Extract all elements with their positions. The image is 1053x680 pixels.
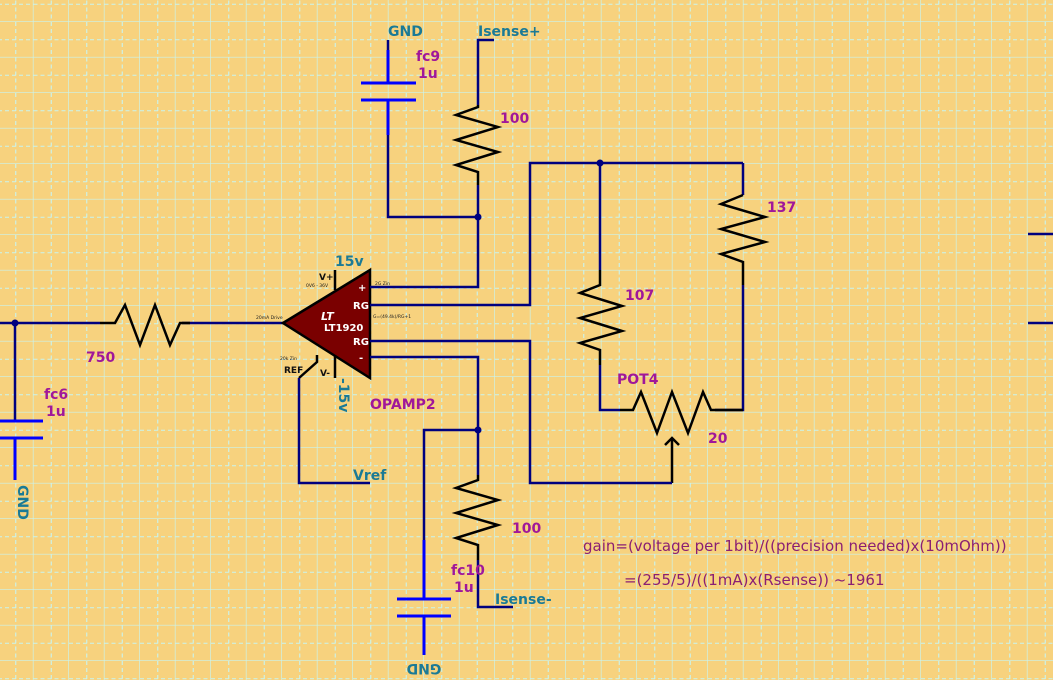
resistor-100-bottom[interactable]: [451, 475, 503, 560]
capacitor-fc9[interactable]: [361, 40, 478, 219]
net-label-gnd-left: GND: [14, 485, 30, 520]
net-label-gnd-bottom: GND: [407, 660, 442, 676]
resistor-100-top-value: 100: [500, 111, 529, 127]
wire-isense-plus[interactable]: [476, 38, 494, 105]
wire-isense-minus[interactable]: [476, 560, 513, 609]
resistor-137[interactable]: [716, 193, 770, 285]
wire-rg-top[interactable]: [370, 161, 743, 307]
net-label-isense-plus: Isense+: [478, 24, 541, 40]
resistor-100-top[interactable]: [451, 105, 503, 185]
fc10-name: fc10: [451, 563, 485, 579]
opamp-drive-note: 20mA Drive: [256, 315, 283, 321]
pot4-value: 20: [708, 431, 728, 447]
opamp-pin-plus: +: [358, 283, 366, 294]
opamp-supply-note: 0V6 - 36V: [306, 283, 329, 289]
wire-vref[interactable]: [297, 378, 370, 485]
net-label-15v: 15v: [335, 254, 364, 270]
opamp-ref-pin: [298, 355, 319, 379]
opamp-name: OPAMP2: [370, 397, 436, 413]
opamp-vminus-label: V-: [320, 369, 330, 379]
opamp-ref-label: REF: [284, 366, 303, 376]
pot4-name: POT4: [617, 372, 659, 388]
opamp-body: [280, 267, 372, 381]
resistor-100-bottom-value: 100: [512, 521, 541, 537]
wire-rg-bottom[interactable]: [370, 339, 672, 485]
net-label-isense-minus: Isense-: [495, 592, 552, 608]
opamp-zin-note: 2G Zin: [375, 281, 390, 287]
opamp-pin-rg-bottom: RG: [353, 337, 369, 348]
gain-note-line1: gain=(voltage per 1bit)/((precision need…: [583, 537, 1007, 555]
opamp-logo-icon: LT: [321, 310, 335, 323]
junction-top: [474, 213, 482, 221]
opamp-zin-ref-note: 20k Zin: [280, 356, 297, 362]
resistor-107-value: 107: [625, 288, 654, 304]
fc10-value: 1u: [454, 580, 474, 596]
fc9-name: fc9: [416, 49, 440, 65]
resistor-750[interactable]: [100, 301, 190, 349]
resistor-107[interactable]: [575, 270, 627, 365]
opamp-pin-rg-top: RG: [353, 301, 369, 312]
wire-r107-pot[interactable]: [598, 365, 620, 412]
opamp-vplus-label: V+: [319, 273, 334, 283]
opamp-pin-minus: -: [359, 353, 363, 364]
fc6-value: 1u: [46, 404, 66, 420]
fc6-name: fc6: [44, 387, 68, 403]
net-label-gnd-top: GND: [388, 24, 423, 40]
resistor-137-value: 137: [767, 200, 796, 216]
capacitor-fc6[interactable]: [0, 323, 43, 480]
net-label-neg15v: -15v: [335, 378, 351, 412]
capacitor-fc10[interactable]: [397, 540, 451, 655]
wire-minus-input[interactable]: [370, 355, 480, 475]
opamp-gain-note: G=(49.4k)/RG+1: [373, 314, 411, 320]
fc9-value: 1u: [418, 66, 438, 82]
gain-note-line2: =(255/5)/((1mA)x(Rsense)) ~1961: [624, 571, 885, 589]
opamp2[interactable]: LT LT1920 + RG RG -: [280, 267, 372, 381]
pot4-wiper-arrow-icon: [664, 436, 680, 446]
resistor-750-value: 750: [86, 350, 115, 366]
potentiometer-pot4[interactable]: [620, 388, 743, 437]
opamp-part: LT1920: [324, 323, 363, 334]
wire-fc10-top[interactable]: [422, 428, 478, 540]
net-label-vref: Vref: [353, 468, 387, 484]
